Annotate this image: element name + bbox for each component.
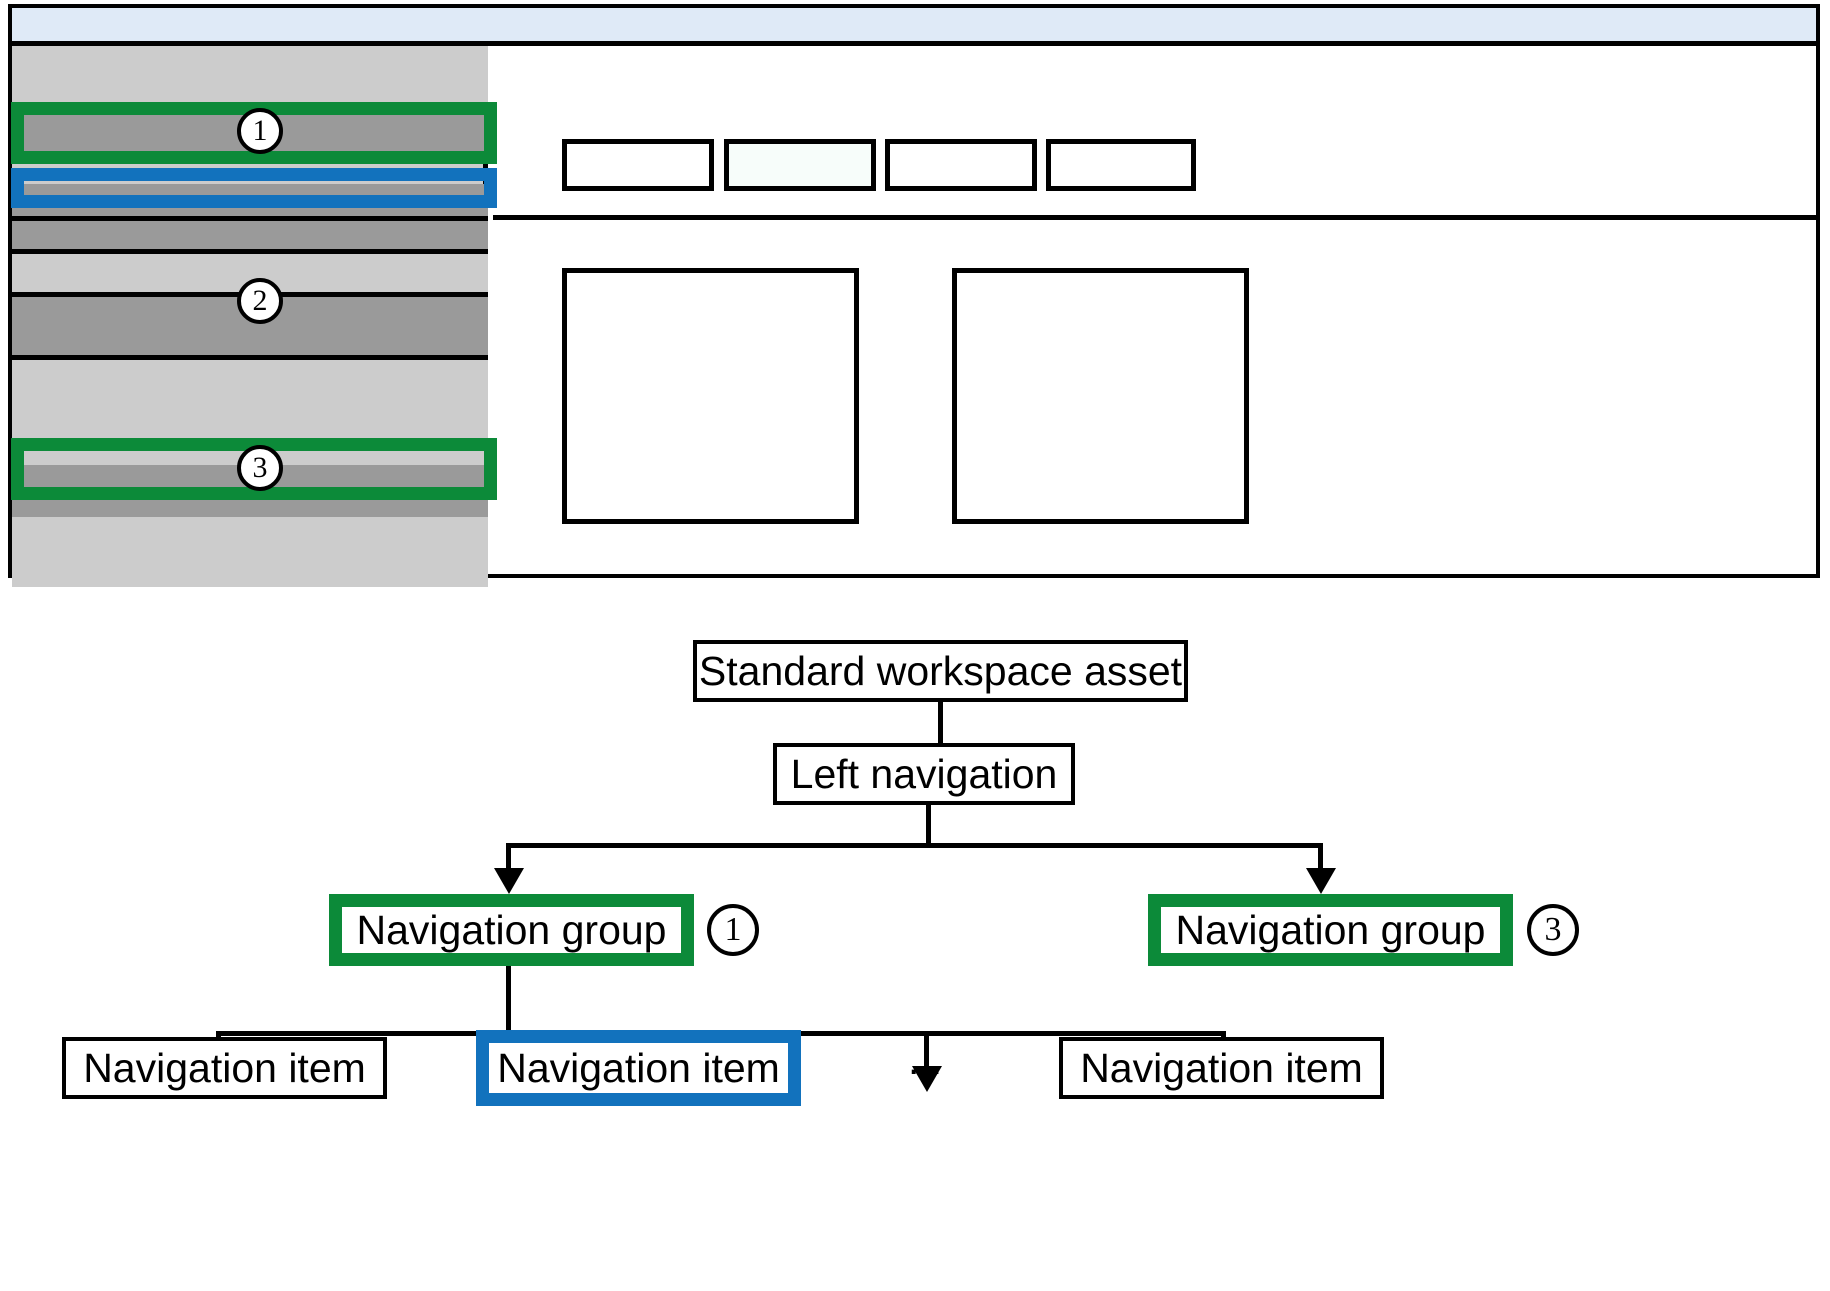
content-large-card-1[interactable] (562, 268, 859, 524)
content-small-card-2[interactable] (724, 139, 876, 191)
callout-badge-1: 1 (237, 108, 283, 154)
tree-node-navigation-group-3: Navigation group (1148, 894, 1513, 966)
nav-group-footer (12, 517, 488, 587)
tree-node-navigation-item-last: Navigation item (1059, 1037, 1384, 1099)
content-section-divider (493, 215, 1816, 220)
tree-node-navigation-item-1: Navigation item (62, 1037, 387, 1099)
callout-badge-3: 3 (237, 445, 283, 491)
callout-badge-2: 2 (237, 278, 283, 324)
tree-node-root: Standard workspace asset (693, 640, 1188, 702)
connector-to-group-1 (506, 843, 511, 876)
hierarchy-tree: Standard workspace asset Left navigation… (0, 600, 1830, 1291)
tree-node-ellipsis: ... (908, 1037, 943, 1083)
connector-root-to-left-nav (938, 702, 943, 743)
content-small-card-1[interactable] (562, 139, 714, 191)
arrow-head-group-1 (494, 868, 524, 894)
tree-callout-badge-3: 3 (1527, 904, 1579, 956)
nav-divider-1 (12, 216, 488, 221)
nav-item-3[interactable] (12, 206, 488, 216)
highlight-ring-group-3 (11, 438, 497, 500)
tree-node-navigation-group-1: Navigation group (329, 894, 694, 966)
tree-node-left-navigation: Left navigation (773, 743, 1075, 805)
tree-node-navigation-item-selected: Navigation item (476, 1030, 801, 1106)
highlight-ring-selected-item (11, 168, 497, 208)
arrow-head-item-ellipsis (912, 1066, 942, 1092)
connector-groups-bus (506, 843, 1320, 848)
workspace-wireframe: 1 2 3 (8, 4, 1820, 587)
arrow-head-group-3 (1306, 868, 1336, 894)
wireframe-content-pane (493, 46, 1816, 574)
content-small-card-3[interactable] (885, 139, 1037, 191)
connector-to-item-ellipsis (924, 1031, 929, 1073)
connector-group-1-stem (506, 966, 511, 1032)
tree-callout-badge-1: 1 (707, 904, 759, 956)
content-small-card-4[interactable] (1046, 139, 1196, 191)
nav-group-header-1 (12, 46, 488, 106)
wireframe-top-bar (12, 8, 1816, 46)
connector-to-group-3 (1318, 843, 1323, 876)
nav-item-4[interactable] (12, 221, 488, 249)
content-large-card-2[interactable] (952, 268, 1249, 524)
nav-divider-4 (12, 355, 488, 360)
nav-divider-2 (12, 249, 488, 254)
connector-left-nav-stem (926, 805, 931, 844)
